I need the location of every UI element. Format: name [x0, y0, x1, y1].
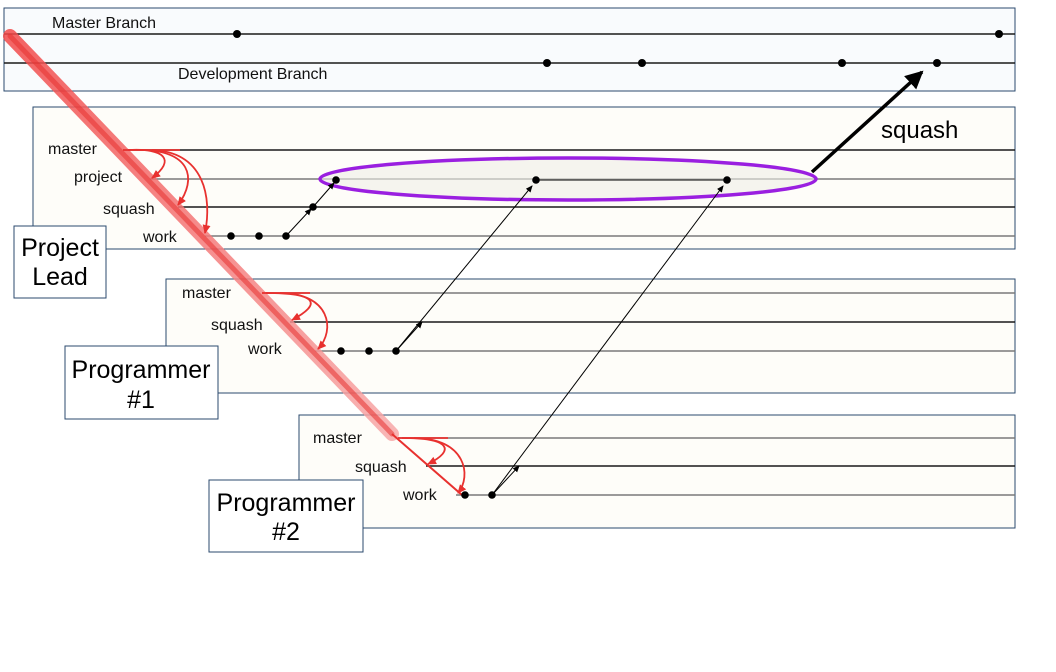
programmer2-title-line1: Programmer — [217, 489, 356, 517]
programmer1-box: Programmer #1 — [64, 345, 219, 420]
lead-branch-work-label: work — [142, 229, 178, 246]
project-commit — [723, 176, 731, 184]
master-commit — [995, 30, 1003, 38]
project-commit — [532, 176, 540, 184]
lead-work-to-squash-arrow — [285, 208, 312, 237]
p1-branch-master-label: master — [182, 285, 232, 302]
lead-branch-project-label: project — [74, 169, 123, 186]
p1-work-commit — [365, 347, 373, 355]
p2-branch-work-label: work — [402, 487, 438, 504]
lead-branch-curves — [123, 148, 211, 234]
lead-work-commit — [227, 232, 235, 240]
p2-branch-master-label: master — [313, 430, 363, 447]
development-commit — [638, 59, 646, 67]
p2-work-commit — [461, 491, 469, 499]
p1-work-commit — [337, 347, 345, 355]
p1-branch-curves — [262, 292, 329, 350]
project-commit — [332, 176, 340, 184]
programmer2-title-line2: #2 — [272, 518, 300, 546]
development-commit — [933, 59, 941, 67]
development-branch-label: Development Branch — [178, 66, 327, 83]
development-commit — [838, 59, 846, 67]
p2-work-to-squash-arrow — [491, 465, 520, 496]
p2-branch-squash-label: squash — [355, 459, 407, 476]
lead-branch-squash-label: squash — [103, 201, 155, 218]
squash-label: squash — [881, 117, 958, 144]
big-red-arrow — [3, 29, 463, 496]
p2-to-project-arrow — [491, 185, 724, 496]
development-commit — [543, 59, 551, 67]
lead-branch-master-label: master — [48, 141, 98, 158]
project-lead-box: Project Lead — [13, 225, 107, 299]
programmer1-title-line1: Programmer — [72, 356, 211, 384]
squash-ellipse — [318, 156, 818, 202]
programmer1-title-line2: #1 — [127, 386, 155, 414]
p1-branch-work-label: work — [247, 341, 283, 358]
project-lead-title-line2: Lead — [32, 263, 88, 291]
project-lead-title-line1: Project — [21, 234, 99, 262]
lead-squash-to-project-arrow — [312, 182, 335, 208]
p1-to-project-arrow — [395, 185, 533, 352]
p2-branch-curves — [398, 437, 467, 494]
master-commit — [233, 30, 241, 38]
programmer2-box: Programmer #2 — [208, 479, 364, 553]
master-branch-label: Master Branch — [52, 15, 156, 32]
p1-branch-squash-label: squash — [211, 317, 263, 334]
programmer2-panel — [298, 414, 1016, 529]
top-panel — [3, 7, 1016, 92]
lead-work-commit — [255, 232, 263, 240]
squash-to-development-arrow — [810, 70, 924, 174]
